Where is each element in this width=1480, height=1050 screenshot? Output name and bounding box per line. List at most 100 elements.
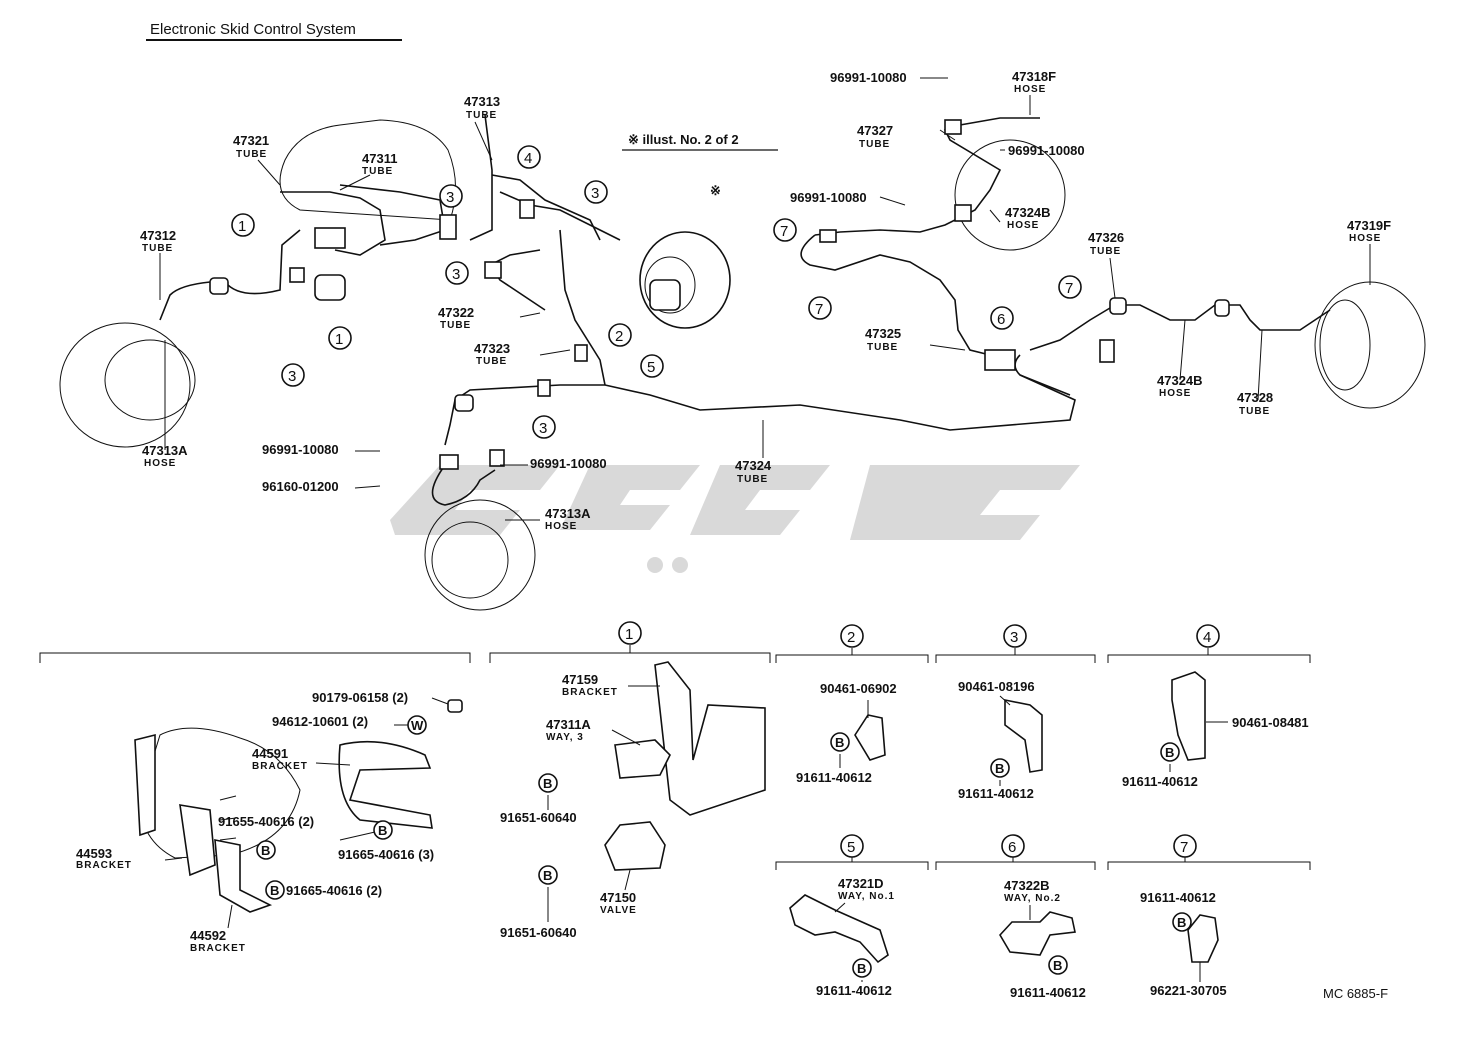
callout-circle xyxy=(808,296,832,320)
svg-text:WAY, No.1: WAY, No.1 xyxy=(838,891,895,902)
callout-circle xyxy=(445,261,469,285)
label-47313-type: TUBE xyxy=(466,110,497,121)
label-96991-e: 96991-10080 xyxy=(530,456,607,471)
svg-text:6: 6 xyxy=(1008,839,1016,856)
label-47159: 47159 xyxy=(562,672,598,687)
label-47318F: 47318F xyxy=(1012,69,1056,84)
detail-group-5: B 47321D WAY, No.1 91611-40612 xyxy=(789,876,895,998)
label-91611-g6: 91611-40612 xyxy=(1010,985,1086,1000)
label-47311A: 47311A xyxy=(546,717,591,732)
label-90461-08481: 90461-08481 xyxy=(1232,715,1309,730)
svg-text:1: 1 xyxy=(335,331,343,348)
svg-text:3: 3 xyxy=(539,420,547,437)
label-47326-type: TUBE xyxy=(1090,246,1121,257)
callout-circle xyxy=(439,184,463,208)
callout-circle xyxy=(231,213,255,237)
label-94612: 94612-10601 (2) xyxy=(272,714,368,729)
callout-circle xyxy=(532,415,556,439)
upper-callouts: 1 1 2 3 3 3 3 3 4 5 6 7 7 7 xyxy=(231,145,1082,439)
svg-text:B: B xyxy=(857,961,866,976)
svg-text:5: 5 xyxy=(647,359,655,376)
label-47313A-lower-type: HOSE xyxy=(545,521,577,532)
label-91611-g5: 91611-40612 xyxy=(816,983,892,998)
label-91651-b: 91651-60640 xyxy=(500,925,577,940)
callout-circle xyxy=(281,363,305,387)
label-47324B-lower: 47324B xyxy=(1157,373,1203,388)
callout-circle xyxy=(584,180,608,204)
drawing-code: MC 6885-F xyxy=(1323,986,1388,1001)
label-47323: 47323 xyxy=(474,341,510,356)
label-47313: 47313 xyxy=(464,94,500,109)
label-47324: 47324 xyxy=(735,458,772,473)
svg-text:BRACKET: BRACKET xyxy=(252,761,308,772)
rear-left-brake-drum xyxy=(424,499,536,611)
svg-text:B: B xyxy=(543,776,552,791)
svg-text:1: 1 xyxy=(625,626,633,643)
label-47319F-type: HOSE xyxy=(1349,233,1381,244)
upper-assembly xyxy=(59,114,1426,611)
svg-text:1: 1 xyxy=(238,218,246,235)
svg-text:3: 3 xyxy=(1010,629,1018,646)
svg-text:2: 2 xyxy=(615,328,623,345)
upper-labels: 47321 TUBE 47311 TUBE 47312 TUBE 47313 T… xyxy=(140,69,1391,532)
svg-text:B: B xyxy=(261,843,270,858)
label-47318F-type: HOSE xyxy=(1014,84,1046,95)
bracket-47159 xyxy=(654,661,766,816)
label-47311: 47311 xyxy=(362,151,397,166)
svg-text:BRACKET: BRACKET xyxy=(76,860,132,871)
label-47313A-left: 47313A xyxy=(142,443,188,458)
master-cylinder xyxy=(279,119,457,221)
svg-text:WAY, 3: WAY, 3 xyxy=(546,732,584,743)
label-90461-06902: 90461-06902 xyxy=(820,681,897,696)
label-47312-type: TUBE xyxy=(142,243,173,254)
svg-text:2: 2 xyxy=(847,629,855,646)
svg-text:B: B xyxy=(543,868,552,883)
label-47323-type: TUBE xyxy=(476,356,507,367)
detail-group-2: B 90461-06902 91611-40612 xyxy=(796,681,897,785)
label-47324B-upper: 47324B xyxy=(1005,205,1051,220)
svg-text:7: 7 xyxy=(815,301,823,318)
front-left-brake-drum xyxy=(59,322,191,448)
svg-text:6: 6 xyxy=(997,311,1005,328)
svg-text:B: B xyxy=(835,735,844,750)
callout-circle xyxy=(640,354,664,378)
svg-text:7: 7 xyxy=(1180,839,1188,856)
front-right-brake-drum xyxy=(954,139,1066,251)
label-47322-type: TUBE xyxy=(440,320,471,331)
label-96991-a: 96991-10080 xyxy=(830,70,907,85)
callout-circle xyxy=(608,323,632,347)
label-47325-type: TUBE xyxy=(867,342,898,353)
bracket-44593 xyxy=(179,804,216,877)
detail-group-4: B 90461-08481 91611-40612 xyxy=(1122,671,1309,789)
label-47313A-left-type: HOSE xyxy=(144,458,176,469)
label-47312: 47312 xyxy=(140,228,176,243)
label-44591: 44591 xyxy=(252,746,288,761)
label-44592: 44592 xyxy=(190,928,226,943)
label-47150: 47150 xyxy=(600,890,636,905)
callout-circle xyxy=(773,218,797,242)
label-47321-type: TUBE xyxy=(236,149,267,160)
diagram-title: Electronic Skid Control System xyxy=(150,21,356,38)
label-47326: 47326 xyxy=(1088,230,1124,245)
label-96160: 96160-01200 xyxy=(262,479,339,494)
label-96991-c: 96991-10080 xyxy=(790,190,867,205)
detail-group-6: B 47322B WAY, No.2 91611-40612 xyxy=(999,878,1086,1000)
label-91651-a: 91651-60640 xyxy=(500,810,577,825)
svg-text:B: B xyxy=(1053,958,1062,973)
svg-text:B: B xyxy=(1177,915,1186,930)
label-47319F: 47319F xyxy=(1347,218,1391,233)
svg-text:B: B xyxy=(378,823,387,838)
label-91611-g7: 91611-40612 xyxy=(1140,890,1216,905)
illust-note: ※ illust. No. 2 of 2 xyxy=(628,132,739,147)
svg-text:4: 4 xyxy=(1203,629,1211,646)
label-47313A-lower: 47313A xyxy=(545,506,591,521)
svg-text:B: B xyxy=(1165,745,1174,760)
label-47327-type: TUBE xyxy=(859,139,890,150)
asterisk-marker: ※ xyxy=(710,183,721,198)
svg-text:3: 3 xyxy=(446,189,454,206)
detail-group-3: B 90461-08196 91611-40612 xyxy=(958,679,1043,801)
svg-text:B: B xyxy=(995,761,1004,776)
label-91665-3: 91665-40616 (3) xyxy=(338,847,434,862)
